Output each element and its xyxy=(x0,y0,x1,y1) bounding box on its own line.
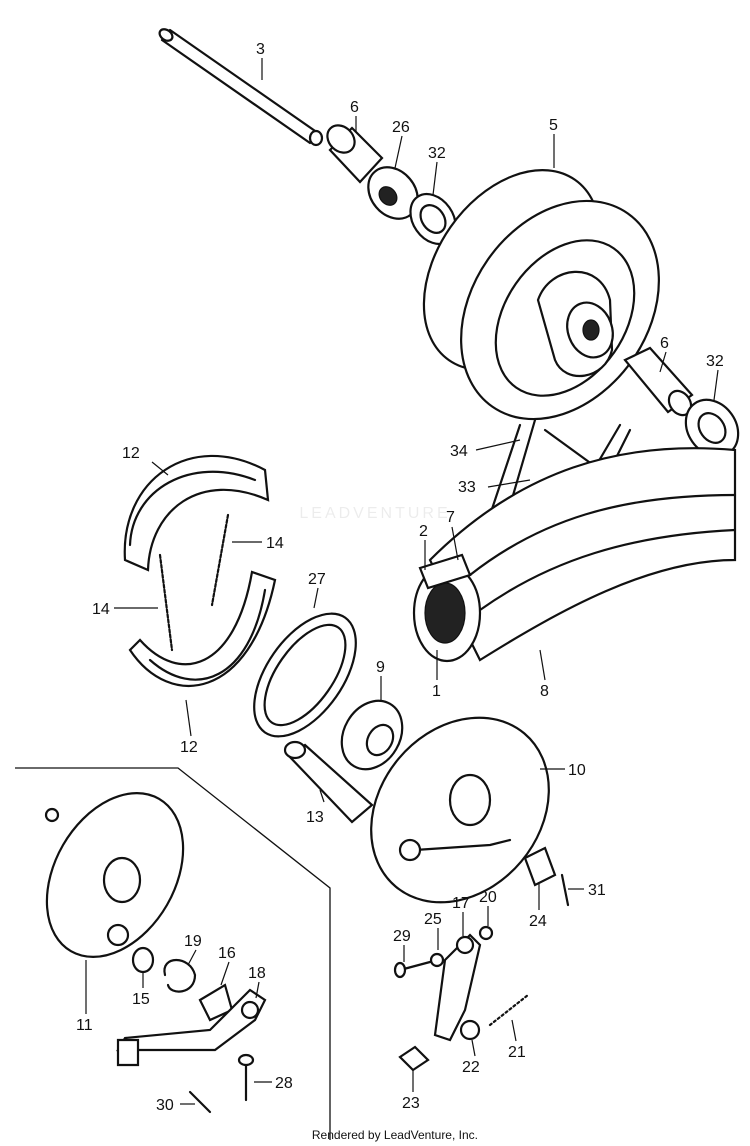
callout-3: 3 xyxy=(256,41,265,58)
callout-16: 16 xyxy=(218,945,236,962)
render-credit: Rendered by LeadVenture, Inc. xyxy=(311,1128,478,1142)
callout-27: 27 xyxy=(308,571,326,588)
callout-15: 15 xyxy=(132,991,150,1008)
callout-6: 6 xyxy=(660,335,669,352)
part-washer-25 xyxy=(429,952,445,968)
callout-18: 18 xyxy=(248,965,266,982)
part-bolt-28 xyxy=(237,1053,255,1102)
part-cotter-pin xyxy=(560,873,570,907)
callout-25: 25 xyxy=(424,911,442,928)
callout-1: 1 xyxy=(432,683,441,700)
part-seal-ring xyxy=(253,612,357,738)
callout-21: 21 xyxy=(508,1044,526,1061)
callout-5: 5 xyxy=(549,117,558,134)
part-dust-seal xyxy=(367,166,419,220)
part-spacer-right xyxy=(623,346,694,417)
callout-23: 23 xyxy=(402,1095,420,1112)
callout-9: 9 xyxy=(376,659,385,676)
part-brake-arm xyxy=(433,933,482,1042)
callout-10: 10 xyxy=(568,762,586,779)
part-collar-22 xyxy=(459,1019,481,1041)
callout-12: 12 xyxy=(122,445,140,462)
callout-2: 2 xyxy=(419,523,428,540)
callout-12: 12 xyxy=(180,739,198,756)
callout-30: 30 xyxy=(156,1097,174,1114)
callout-13: 13 xyxy=(306,809,324,826)
callout-34: 34 xyxy=(450,443,468,460)
part-nut xyxy=(523,846,557,887)
part-nut-23 xyxy=(398,1045,430,1072)
part-washer-20 xyxy=(478,925,494,941)
callout-14: 14 xyxy=(92,601,110,618)
part-gear xyxy=(340,699,404,771)
part-bolt-29 xyxy=(393,960,432,979)
part-bearing-top xyxy=(409,192,457,246)
callout-17: 17 xyxy=(452,895,470,912)
callout-24: 24 xyxy=(529,913,547,930)
leader-lines xyxy=(85,58,719,1105)
callout-26: 26 xyxy=(392,119,410,136)
callout-14: 14 xyxy=(266,535,284,552)
callout-32: 32 xyxy=(706,353,724,370)
watermark: LEADVENTURE xyxy=(299,505,451,522)
callout-8: 8 xyxy=(540,683,549,700)
part-brake-panel xyxy=(370,716,550,904)
part-hub xyxy=(422,169,660,421)
part-brake-shoe-top xyxy=(123,454,270,572)
part-spacer-top xyxy=(326,124,384,184)
callout-labels: 3 6 26 32 5 6 32 34 33 12 14 14 27 2 7 1… xyxy=(76,41,724,1114)
callout-29: 29 xyxy=(393,928,411,945)
callout-22: 22 xyxy=(462,1059,480,1076)
callout-31: 31 xyxy=(588,882,606,899)
callout-20: 20 xyxy=(479,889,497,906)
part-brake-lever xyxy=(116,988,267,1067)
inset-frame xyxy=(15,767,331,1140)
callout-28: 28 xyxy=(275,1075,293,1092)
part-cam xyxy=(283,740,374,824)
callout-32: 32 xyxy=(428,145,446,162)
part-bearing-right xyxy=(684,398,740,458)
part-brake-shoe-bottom xyxy=(128,570,277,687)
part-tire xyxy=(412,447,737,663)
part-axle xyxy=(158,28,324,147)
callout-7: 7 xyxy=(446,509,455,526)
part-brake-panel-inset xyxy=(44,791,185,959)
callout-33: 33 xyxy=(458,479,476,496)
part-washer-15 xyxy=(131,946,155,974)
callout-6: 6 xyxy=(350,99,359,116)
callout-19: 19 xyxy=(184,933,202,950)
part-spring-19 xyxy=(163,959,197,993)
part-pin-30 xyxy=(188,1090,212,1114)
part-spring-21 xyxy=(488,993,530,1027)
part-springs xyxy=(158,513,230,652)
callout-11: 11 xyxy=(76,1017,93,1034)
